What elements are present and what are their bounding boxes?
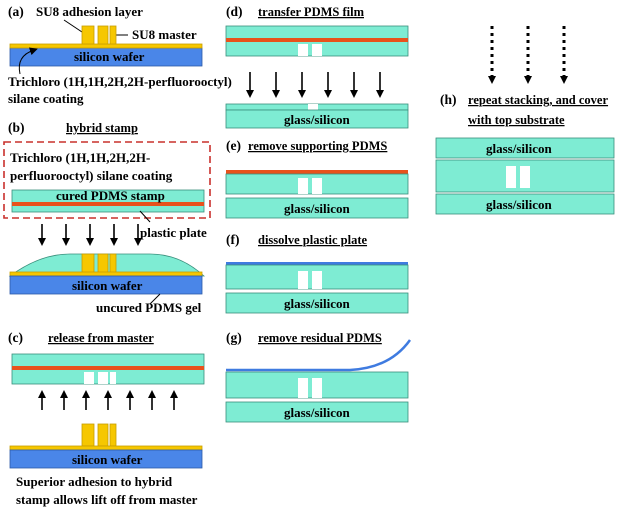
panel-b: (b) hybrid stamp Trichloro (1H,1H,2H,2H-… [3,120,211,315]
panel-d-title: transfer PDMS film [258,5,365,19]
su8-master-feature [109,25,117,45]
panel-a-tag: (a) [8,4,24,19]
panel-f-substrate-label: glass/silicon [284,296,351,311]
plastic-plate-layer [226,38,408,42]
panel-h-top-label: glass/silicon [486,141,553,156]
stamp-cavity [298,44,308,56]
silicon-wafer [9,275,203,295]
residual-pdms-layer [226,262,408,265]
panel-a-coating-line2: silane coating [8,91,84,106]
plastic-pointer [139,210,151,223]
su8-master-feature [97,25,109,45]
su8-adhesion-layer [9,271,203,277]
panel-h-bottom-label: glass/silicon [486,197,553,212]
film-channel [298,271,308,289]
glass-silicon-substrate [225,292,409,314]
stamp-cavity [110,372,116,384]
film-channel [520,166,530,188]
su8-adhesion-layer [9,445,203,451]
panel-b-plastic-label: plastic plate [140,225,207,240]
panel-b-stamp-label: cured PDMS stamp [56,188,165,203]
peeling-residual-pdms [226,339,412,372]
panel-g-title: remove residual PDMS [258,331,382,345]
silicon-wafer [9,449,203,469]
glass-silicon-substrate [225,109,409,129]
panel-c-tag: (c) [8,330,23,345]
panel-b-tag: (b) [8,120,25,135]
panel-h-title-line2: with top substrate [468,113,565,127]
panel-h-title-line1: repeat stacking, and cover [468,93,608,107]
panel-a-adhesion-label: SU8 adhesion layer [36,4,143,19]
plastic-plate-layer [12,202,204,206]
stacking-arrows [488,26,568,84]
panel-d-tag: (d) [226,4,243,19]
stamp-cavity [84,372,94,384]
panel-c-wafer-label: silicon wafer [72,452,143,467]
panel-c-note-line2: stamp allows lift off from master [16,492,198,507]
panel-b-wafer-label: silicon wafer [72,278,143,293]
film-channel [312,178,322,194]
panel-b-title: hybrid stamp [66,121,138,135]
panel-a-wafer-label: silicon wafer [74,49,145,64]
film-opening [308,104,318,110]
glass-silicon-substrate [225,197,409,219]
plastic-plate-layer [12,366,204,370]
panel-e: (e) remove supporting PDMS glass/silicon [225,138,409,219]
stamp-cavity [98,372,108,384]
cured-pdms-stamp [11,189,205,213]
lift-off-arrows [38,390,178,410]
glass-silicon-substrate [225,401,409,423]
panel-c-note-line1: Superior adhesion to hybrid [16,474,173,489]
panel-g: (g) remove residual PDMS glass/silicon [225,330,412,423]
panel-c-title: release from master [48,331,154,345]
press-down-arrows [38,224,142,246]
film-channel [312,271,322,289]
film-channel [506,166,516,188]
panel-c: (c) release from master silicon wafer Su… [8,330,205,507]
panel-g-substrate-label: glass/silicon [284,405,351,420]
film-channel [298,378,308,398]
plastic-plate-layer [226,170,408,174]
panel-a: (a) SU8 adhesion layer SU8 master silico… [8,4,232,106]
panel-g-tag: (g) [226,330,242,345]
panel-a-master-label: SU8 master [132,27,197,42]
su8-master-feature [109,423,117,447]
film-channel [298,178,308,194]
panel-d-substrate-label: glass/silicon [284,112,351,127]
su8-master-feature [97,423,109,447]
su8-adhesion-layer [9,43,203,49]
stamp-cavity [312,44,322,56]
gel-pointer [149,293,161,305]
panel-f-tag: (f) [226,232,240,247]
panel-b-coating-line2: perfluorooctyl) silane coating [10,168,173,183]
panel-e-title: remove supporting PDMS [248,139,387,153]
su8-master-feature [81,25,95,45]
panel-e-tag: (e) [226,138,241,153]
panel-e-substrate-label: glass/silicon [284,201,351,216]
hybrid-stamp-dashed-box [3,141,211,219]
coating-pointer [18,47,38,75]
panel-f-title: dissolve plastic plate [258,233,367,247]
bottom-substrate [435,193,615,215]
panel-h-tag: (h) [440,92,457,107]
panel-b-coating-line1: Trichloro (1H,1H,2H,2H- [10,150,150,165]
transfer-arrows [246,72,384,98]
panel-a-coating-line1: Trichloro (1H,1H,2H,2H-perfluorooctyl) [8,74,232,89]
film-channel [312,378,322,398]
su8-master-feature [81,423,95,447]
panel-h: (h) repeat stacking, and cover with top … [435,26,615,215]
top-substrate [435,137,615,159]
panel-d: (d) transfer PDMS film glass/silicon [225,4,409,129]
panel-b-gel-label: uncured PDMS gel [96,300,202,315]
panel-f: (f) dissolve plastic plate glass/silicon [225,232,409,314]
